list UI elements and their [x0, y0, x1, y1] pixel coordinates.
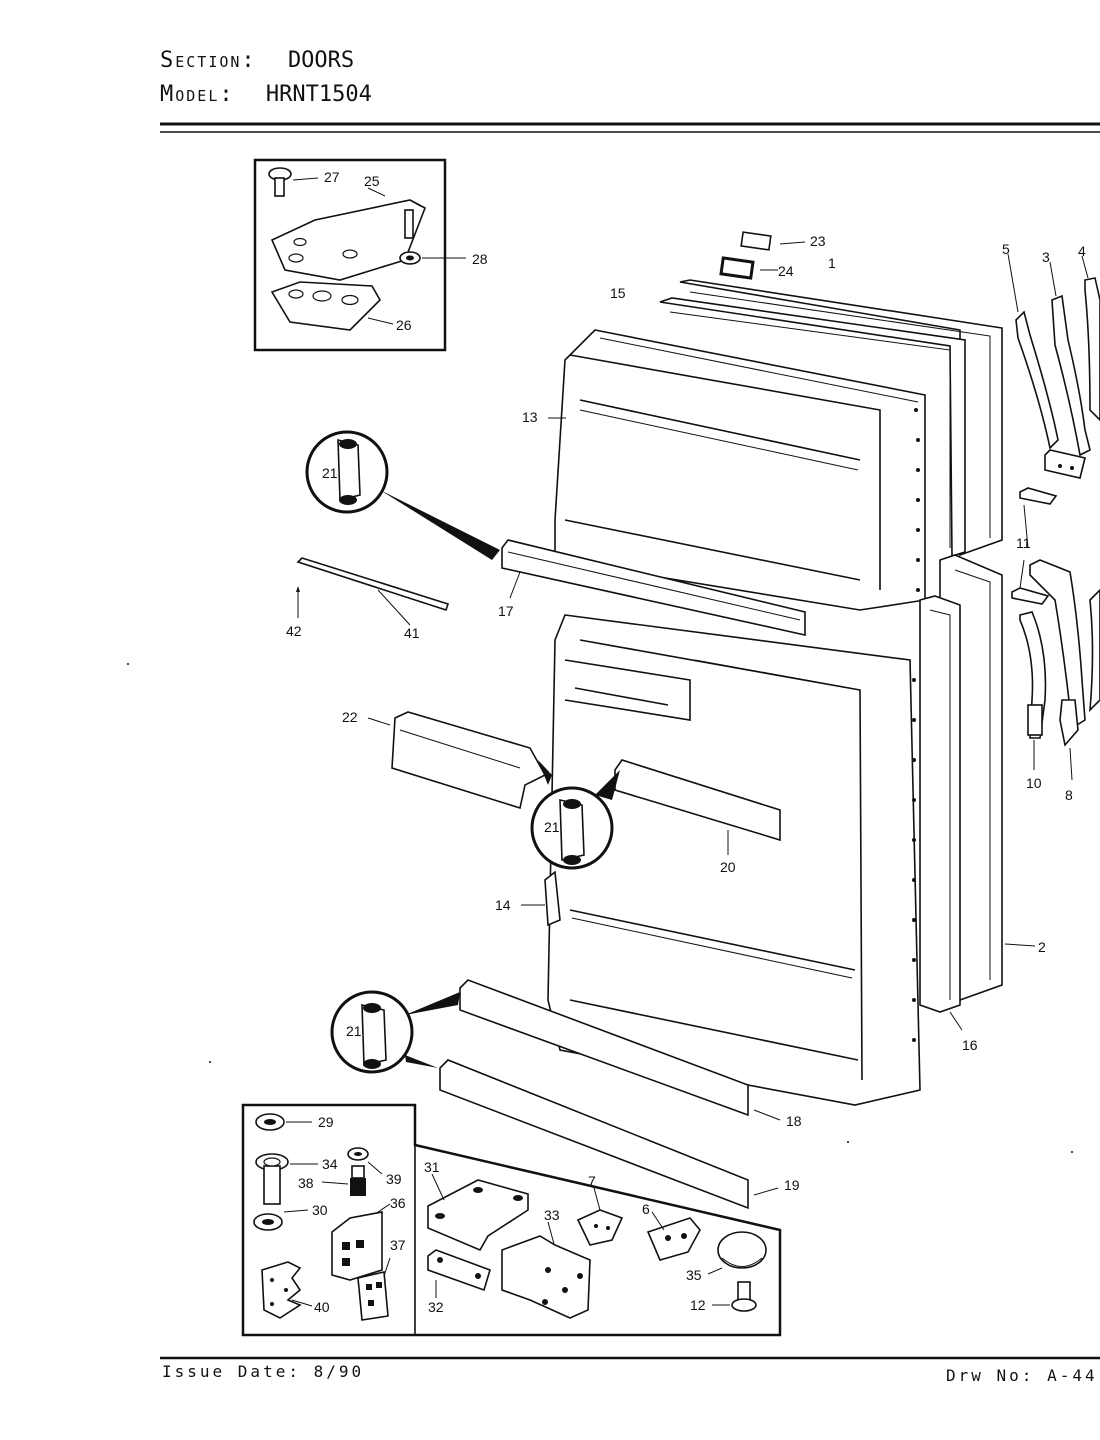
callout-17: 17	[498, 603, 514, 619]
callout-30: 30	[312, 1202, 328, 1218]
callout-8: 8	[1065, 787, 1073, 803]
shim-40	[261, 1261, 313, 1319]
shelf-rail-19	[439, 1059, 749, 1210]
detail-circle-21-bottom	[330, 990, 460, 1074]
callout-32: 32	[428, 1299, 444, 1315]
bolt-38	[321, 1165, 366, 1196]
washer-28	[399, 251, 466, 265]
fresh-food-door-assembly	[367, 554, 1036, 1210]
callout-21-top: 21	[322, 465, 338, 481]
washer-30	[253, 1209, 309, 1231]
bracket-31	[427, 1173, 529, 1252]
bushing-39	[347, 1147, 383, 1175]
hinge-shim-26	[270, 281, 394, 331]
shelf-rail-17	[501, 539, 806, 636]
issue-date: Issue Date: 8/90	[162, 1362, 365, 1381]
callout-29: 29	[318, 1114, 334, 1130]
callout-42: 42	[286, 623, 302, 639]
callout-41: 41	[404, 625, 420, 641]
badge-frame-24	[719, 256, 755, 280]
screw-27	[268, 167, 319, 197]
screw-12	[712, 1281, 757, 1312]
callout-15: 15	[610, 285, 626, 301]
plug-35	[707, 1231, 767, 1275]
handle-parts	[1007, 253, 1100, 781]
section-value: DOORS	[287, 48, 355, 73]
callout-38: 38	[298, 1175, 314, 1191]
model-label: Model:	[160, 82, 235, 107]
callout-37: 37	[390, 1237, 406, 1253]
callout-19: 19	[784, 1177, 800, 1193]
freezer-door-assembly	[501, 231, 1003, 636]
bracket-6	[646, 1211, 701, 1261]
hinge-pin-34	[255, 1153, 318, 1205]
shelf-rail-18	[459, 979, 749, 1117]
callout-39: 39	[386, 1171, 402, 1187]
handle-bracket-8	[1029, 559, 1086, 730]
detail-circle-21-mid	[530, 760, 620, 870]
callout-40: 40	[314, 1299, 330, 1315]
callout-7: 7	[588, 1173, 596, 1189]
freezer-gasket-15	[659, 297, 966, 558]
callout-labels: 1 2 3 4 5 6 7 8 10 11 12 13 14 15 16 17 …	[286, 169, 1086, 1315]
callout-21-bottom: 21	[346, 1023, 362, 1039]
callout-4: 4	[1078, 243, 1086, 259]
model-value: HRNT1504	[265, 82, 372, 107]
callout-24: 24	[778, 263, 794, 279]
callout-12: 12	[690, 1297, 706, 1313]
hinge-plate-25	[270, 187, 427, 281]
callout-26: 26	[396, 317, 412, 333]
shelf-bar-41	[296, 557, 450, 626]
callout-21-mid: 21	[544, 819, 560, 835]
freezer-liner-13	[554, 329, 926, 611]
callout-10: 10	[1026, 775, 1042, 791]
callout-11: 11	[1016, 535, 1031, 551]
bracket-7	[576, 1187, 624, 1246]
callout-20: 20	[720, 859, 736, 875]
hardware-inset	[241, 1103, 782, 1337]
callout-3: 3	[1042, 249, 1050, 265]
callout-36: 36	[390, 1195, 406, 1211]
handle-4	[1084, 277, 1100, 422]
detail-circle-21-top	[305, 430, 500, 560]
dairy-door-22	[391, 711, 547, 810]
callout-6: 6	[642, 1201, 650, 1217]
callout-18: 18	[786, 1113, 802, 1129]
callout-31: 31	[424, 1159, 440, 1175]
callout-35: 35	[686, 1267, 702, 1283]
plate-32	[427, 1249, 491, 1298]
callout-1: 1	[828, 255, 836, 271]
handle-bracket-3	[1051, 294, 1091, 457]
spacer-11-bottom	[1011, 587, 1050, 605]
washer-29	[255, 1113, 312, 1131]
bracket-33	[501, 1221, 591, 1319]
callout-33: 33	[544, 1207, 560, 1223]
callout-27: 27	[324, 169, 340, 185]
handle-5	[1015, 310, 1059, 450]
callout-25: 25	[364, 173, 380, 189]
callout-16: 16	[962, 1037, 978, 1053]
hinge-plate-37	[357, 1257, 391, 1321]
fresh-food-gasket-16	[919, 595, 961, 1013]
callout-2: 2	[1038, 939, 1046, 955]
callout-14: 14	[495, 897, 511, 913]
callout-5: 5	[1002, 241, 1010, 257]
freezer-outer-door-1	[679, 279, 1003, 557]
fresh-food-edge-screws	[912, 678, 916, 1042]
top-hinge-inset	[253, 158, 466, 352]
spacer-11-top	[1019, 487, 1058, 505]
callout-34: 34	[322, 1156, 338, 1172]
hinge-bracket-36	[331, 1203, 391, 1281]
section-label: Section:	[160, 48, 257, 73]
callout-23: 23	[810, 233, 826, 249]
model-heading: Model: HRNT1504	[160, 82, 372, 107]
callout-13: 13	[522, 409, 538, 425]
section-heading: Section: DOORS	[160, 48, 354, 73]
drawing-number: Drw No: A-44	[946, 1366, 1096, 1385]
callout-28: 28	[472, 251, 488, 267]
callout-22: 22	[342, 709, 358, 725]
badge-23	[740, 231, 772, 251]
freezer-edge-screws	[914, 408, 920, 592]
